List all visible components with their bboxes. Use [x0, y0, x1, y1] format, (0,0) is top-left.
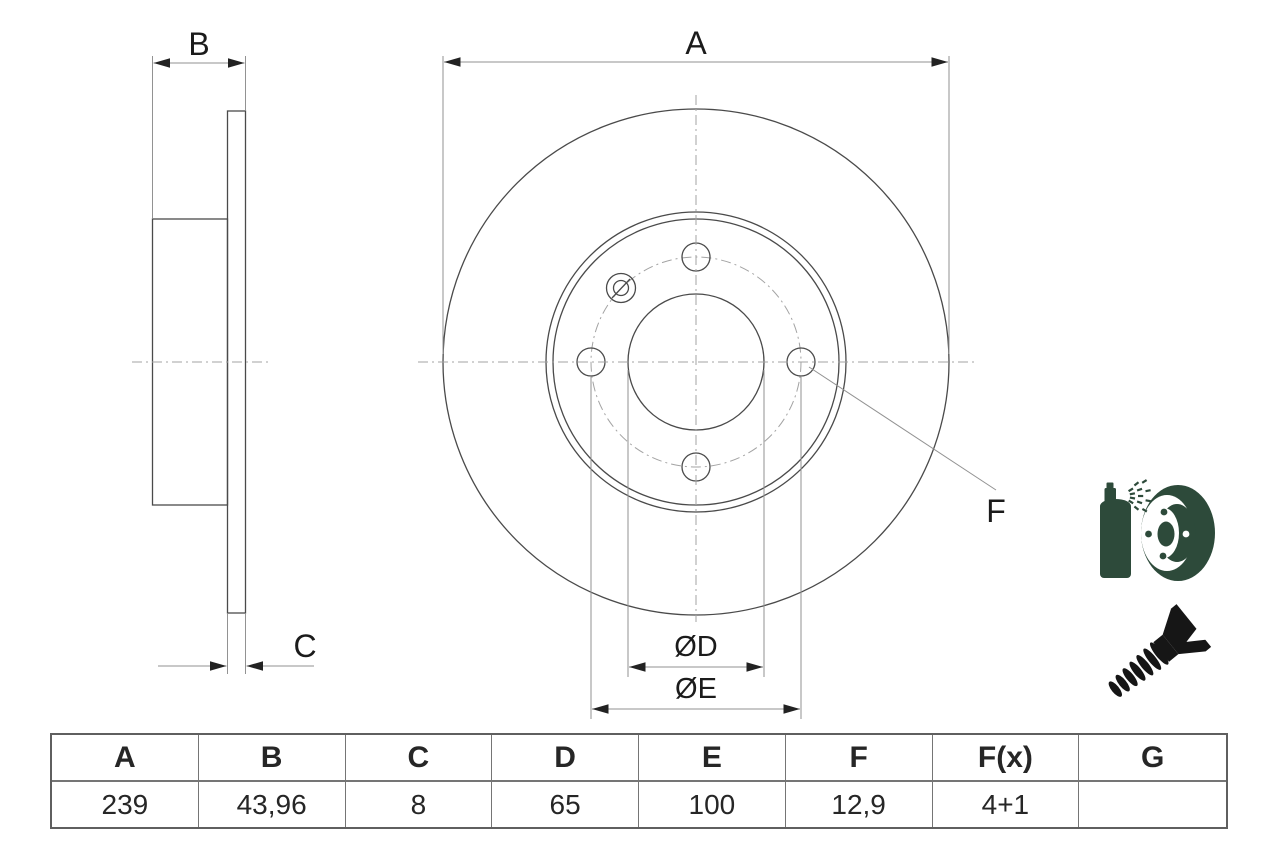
- header-cell-e: E: [639, 735, 786, 782]
- dimension-d: ØD: [627, 370, 765, 677]
- dimension-label-f: F: [986, 493, 1006, 529]
- side-view: [132, 110, 268, 614]
- header-cell-g: G: [1079, 735, 1226, 782]
- spray-coating-icon: [1100, 479, 1215, 581]
- icon-screw-thread: [1115, 674, 1130, 692]
- icon-screw-thread: [1122, 668, 1138, 687]
- icon-spray-mist: [1128, 479, 1151, 513]
- value-cell-g: [1079, 782, 1226, 827]
- dimension-b: B: [152, 26, 246, 218]
- header-cell-a: A: [52, 735, 199, 782]
- dimension-label-a: A: [685, 25, 707, 61]
- header-cell-fx: F(x): [932, 735, 1080, 782]
- icon-disc-hole: [1159, 552, 1167, 560]
- value-cell-e: 100: [639, 782, 786, 827]
- drawing-canvas: B C: [132, 25, 1215, 719]
- dimension-label-e: ØE: [675, 673, 717, 705]
- front-view: [418, 95, 975, 622]
- icon-screw-thread: [1143, 648, 1162, 670]
- header-cell-c: C: [345, 735, 493, 782]
- spec-table: A B C D E F F(x) G 239 43,96 8 65 100 12…: [50, 733, 1228, 829]
- value-cell-c: 8: [346, 782, 493, 827]
- dimension-e: ØE: [590, 377, 802, 719]
- icon-disc-hole: [1145, 530, 1152, 538]
- icon-screw-thread: [1136, 655, 1154, 676]
- locating-pin-hole-tick: [611, 278, 631, 299]
- value-cell-d: 65: [492, 782, 639, 827]
- value-cell-a: 239: [52, 782, 199, 827]
- icon-disc-bore: [1157, 521, 1175, 547]
- icon-screw-thread: [1108, 681, 1122, 697]
- dimension-c: C: [158, 614, 317, 674]
- locating-pin-hole-outer: [605, 272, 637, 304]
- locating-pin-hole-inner: [612, 279, 630, 297]
- dimension-a: A: [442, 25, 950, 354]
- dimension-label-c: C: [293, 628, 316, 664]
- icon-screw-thread: [1129, 661, 1146, 681]
- leader-line-f: [808, 366, 997, 491]
- value-cell-fx: 4+1: [933, 782, 1080, 827]
- icon-can-nozzle: [1106, 482, 1114, 490]
- icon-screw-slot: [1186, 628, 1207, 642]
- icon-screw-head: [1162, 604, 1212, 655]
- icon-disc-hole: [1160, 508, 1168, 516]
- icon-screw-shank: [1153, 634, 1179, 662]
- header-cell-d: D: [492, 735, 639, 782]
- icon-disc-hole: [1182, 530, 1190, 538]
- icon-screw-thread: [1149, 642, 1169, 665]
- header-cell-b: B: [198, 735, 346, 782]
- dimension-label-b: B: [188, 26, 209, 62]
- value-cell-b: 43,96: [199, 782, 346, 827]
- countersunk-screw-icon: [1108, 604, 1212, 697]
- icon-can-cap: [1104, 488, 1116, 502]
- icon-can-body: [1100, 503, 1131, 578]
- bolt-hole-leader-f: F: [808, 366, 1006, 529]
- header-cell-f: F: [785, 735, 933, 782]
- value-cell-f: 12,9: [786, 782, 933, 827]
- dimension-label-d: ØD: [674, 631, 718, 663]
